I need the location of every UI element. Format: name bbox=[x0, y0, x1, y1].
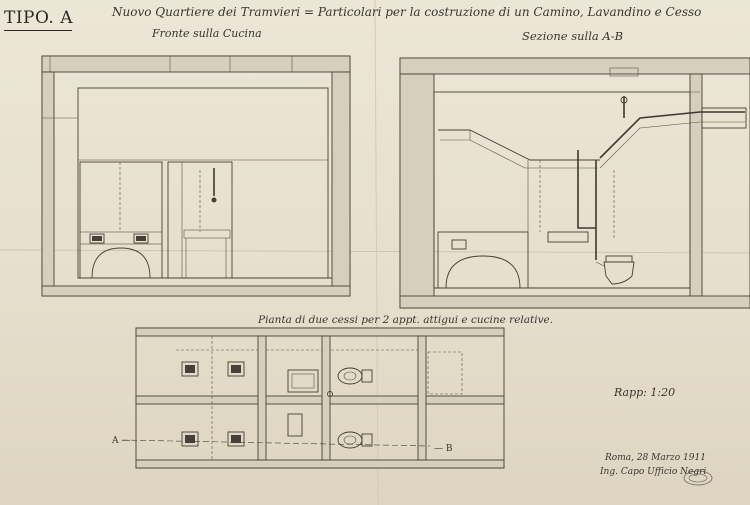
front-elevation-view bbox=[41, 55, 351, 297]
plan-view-label: Pianta di due cessi per 2 appt. attigui … bbox=[258, 314, 554, 326]
section-view bbox=[399, 57, 750, 309]
type-label-underline bbox=[4, 30, 72, 31]
floor-plan-view bbox=[121, 327, 505, 469]
section-marker-b: — B bbox=[434, 444, 453, 454]
signature-date: Roma, 28 Marzo 1911 bbox=[605, 453, 706, 463]
front-view-label: Fronte sulla Cucina bbox=[152, 27, 262, 40]
stamp bbox=[683, 470, 713, 486]
section-marker-a: A — bbox=[112, 436, 131, 446]
drawing-title: Nuovo Quartiere dei Tramvieri = Particol… bbox=[112, 5, 702, 19]
scale-label: Rapp: 1:20 bbox=[614, 386, 676, 399]
section-view-label: Sezione sulla A-B bbox=[522, 29, 624, 43]
signature-signer: Ing. Capo Ufficio Negri bbox=[600, 467, 707, 477]
drawing-type-label: TIPO. A bbox=[4, 8, 74, 28]
